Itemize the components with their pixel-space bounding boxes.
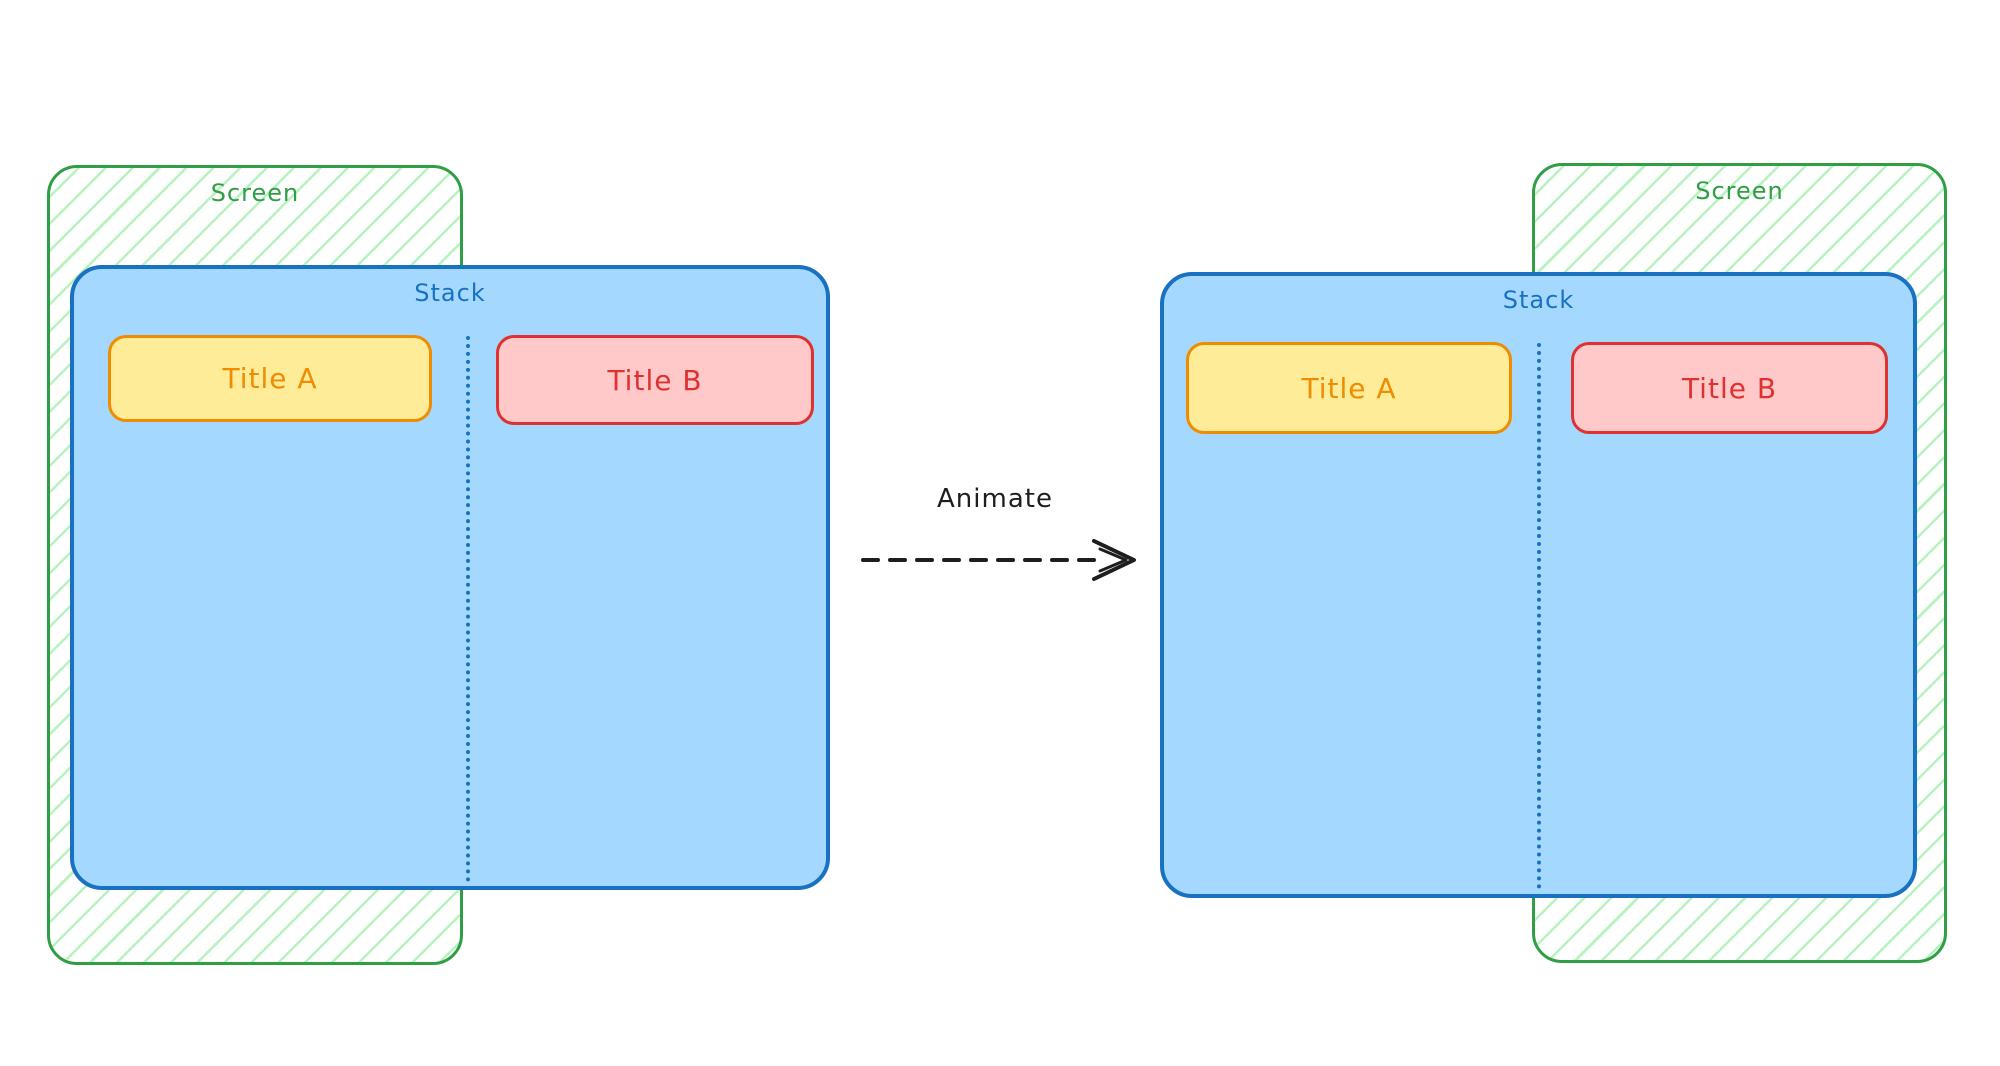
animate-arrow-icon	[861, 539, 1136, 581]
card-title-b: Title B	[496, 335, 814, 425]
stack-box-after: Stack Title A Title B	[1160, 272, 1917, 898]
arrow-label: Animate	[937, 484, 1053, 514]
stack-divider	[1537, 343, 1541, 889]
stack-box-before: Stack Title A Title B	[70, 265, 830, 890]
stack-label: Stack	[414, 279, 486, 307]
stack-divider	[466, 336, 470, 882]
card-title-a-label: Title A	[222, 362, 318, 395]
card-title-b: Title B	[1571, 342, 1888, 434]
card-title-b-label: Title B	[607, 363, 703, 397]
screen-label: Screen	[1695, 177, 1784, 205]
card-title-a: Title A	[1186, 342, 1512, 434]
card-title-a: Title A	[108, 335, 432, 422]
stack-label: Stack	[1502, 286, 1575, 314]
screen-label: Screen	[210, 179, 300, 207]
card-title-b-label: Title B	[1681, 371, 1778, 405]
card-title-a-label: Title A	[1301, 371, 1397, 405]
